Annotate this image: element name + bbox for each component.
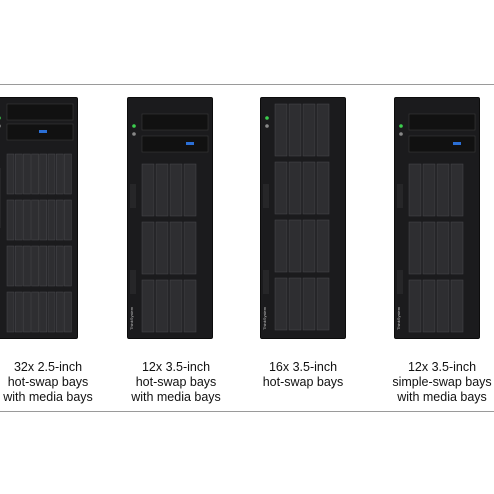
drive-bay xyxy=(155,279,169,333)
drive-bay xyxy=(39,153,48,195)
caption-server-4: 12x 3.5-inch simple-swap bays with media… xyxy=(382,360,494,405)
svg-text:ThinkSystem: ThinkSystem xyxy=(129,306,134,330)
svg-text:ThinkSystem: ThinkSystem xyxy=(396,306,401,330)
drive-bay xyxy=(183,221,197,275)
drive-bay xyxy=(302,103,316,157)
drive-bay xyxy=(155,221,169,275)
caption-line-3: with media bays xyxy=(131,390,221,404)
drive-bay xyxy=(169,221,183,275)
caption-line-2: hot-swap bays xyxy=(7,375,89,389)
drive-bay xyxy=(436,279,450,333)
drive-bay xyxy=(274,103,288,157)
caption-line-2: simple-swap bays xyxy=(392,375,492,389)
drive-bay xyxy=(55,291,64,333)
caption-line-1: 12x 3.5-inch xyxy=(407,360,477,374)
drive-bay xyxy=(64,153,72,195)
drive-bay xyxy=(31,153,39,195)
caption-line-1: 16x 3.5-inch xyxy=(268,360,338,374)
server-front-drawing: ThinkSystem xyxy=(128,98,212,338)
drive-bay xyxy=(155,163,169,217)
drive-bay xyxy=(288,161,302,215)
drive-bay xyxy=(288,219,302,273)
drive-bay xyxy=(274,161,288,215)
drive-bay xyxy=(55,199,64,241)
caption-server-2: 12x 3.5-inch hot-swap bays with media ba… xyxy=(116,360,236,405)
drive-bay xyxy=(23,153,31,195)
drive-bay xyxy=(422,163,436,217)
drive-bay xyxy=(422,279,436,333)
drive-bay xyxy=(436,163,450,217)
drive-bay xyxy=(302,161,316,215)
drive-bay xyxy=(316,219,330,273)
drive-bay xyxy=(14,153,23,195)
server-front-drawing: ThinkSystem xyxy=(0,98,77,338)
drive-bay xyxy=(47,153,56,195)
drive-bay xyxy=(6,291,15,333)
drive-bay xyxy=(450,221,464,275)
caption-server-3: 16x 3.5-inch hot-swap bays xyxy=(243,360,363,390)
drive-bay xyxy=(31,245,39,287)
caption-server-1: 32x 2.5-inch hot-swap bays with media ba… xyxy=(0,360,108,405)
caption-line-3: with media bays xyxy=(3,390,93,404)
server-front-drawing: ThinkSystem xyxy=(395,98,479,338)
server-12x35-simpleswap-media: ThinkSystem xyxy=(394,97,480,339)
drive-bay xyxy=(450,163,464,217)
drive-bay xyxy=(302,277,316,331)
drive-bay xyxy=(6,199,15,241)
drive-bay xyxy=(274,277,288,331)
drive-bay xyxy=(183,279,197,333)
server-32x25-hotswap-media: ThinkSystem xyxy=(0,97,78,339)
drive-bay xyxy=(302,219,316,273)
drive-bay xyxy=(274,219,288,273)
drive-bay xyxy=(169,163,183,217)
drive-bay xyxy=(39,199,48,241)
drive-bay xyxy=(141,163,155,217)
drive-bay xyxy=(436,221,450,275)
figure-frame xyxy=(0,84,494,412)
drive-bay xyxy=(39,291,48,333)
drive-bay xyxy=(6,153,15,195)
drive-bay xyxy=(288,277,302,331)
drive-bay xyxy=(450,279,464,333)
drive-bay xyxy=(408,221,422,275)
drive-bay xyxy=(288,103,302,157)
server-12x35-hotswap-media: ThinkSystem xyxy=(127,97,213,339)
drive-bay xyxy=(169,279,183,333)
drive-bay xyxy=(23,199,31,241)
caption-line-1: 12x 3.5-inch xyxy=(141,360,211,374)
svg-text:ThinkSystem: ThinkSystem xyxy=(262,306,267,330)
drive-bay xyxy=(14,199,23,241)
drive-bay xyxy=(47,245,56,287)
drive-bay xyxy=(183,163,197,217)
drive-bay xyxy=(316,277,330,331)
drive-bay xyxy=(55,245,64,287)
drive-bay xyxy=(64,199,72,241)
drive-bay xyxy=(23,245,31,287)
drive-bay xyxy=(55,153,64,195)
caption-line-3: with media bays xyxy=(397,390,487,404)
drive-bay xyxy=(39,245,48,287)
drive-bay xyxy=(47,291,56,333)
drive-bay xyxy=(141,221,155,275)
drive-bay xyxy=(14,291,23,333)
server-front-drawing: ThinkSystem xyxy=(261,98,345,338)
drive-bay xyxy=(64,245,72,287)
drive-bay xyxy=(47,199,56,241)
drive-bay xyxy=(316,161,330,215)
caption-line-2: hot-swap bays xyxy=(135,375,217,389)
drive-bay xyxy=(408,279,422,333)
drive-bay xyxy=(408,163,422,217)
drive-bay xyxy=(31,291,39,333)
drive-bay xyxy=(64,291,72,333)
caption-line-1: 32x 2.5-inch xyxy=(13,360,83,374)
drive-bay xyxy=(316,103,330,157)
drive-bay xyxy=(141,279,155,333)
drive-bay xyxy=(6,245,15,287)
drive-bay xyxy=(23,291,31,333)
drive-bay xyxy=(14,245,23,287)
server-16x35-hotswap: ThinkSystem xyxy=(260,97,346,339)
caption-line-2: hot-swap bays xyxy=(262,375,344,389)
drive-bay xyxy=(422,221,436,275)
drive-bay xyxy=(31,199,39,241)
